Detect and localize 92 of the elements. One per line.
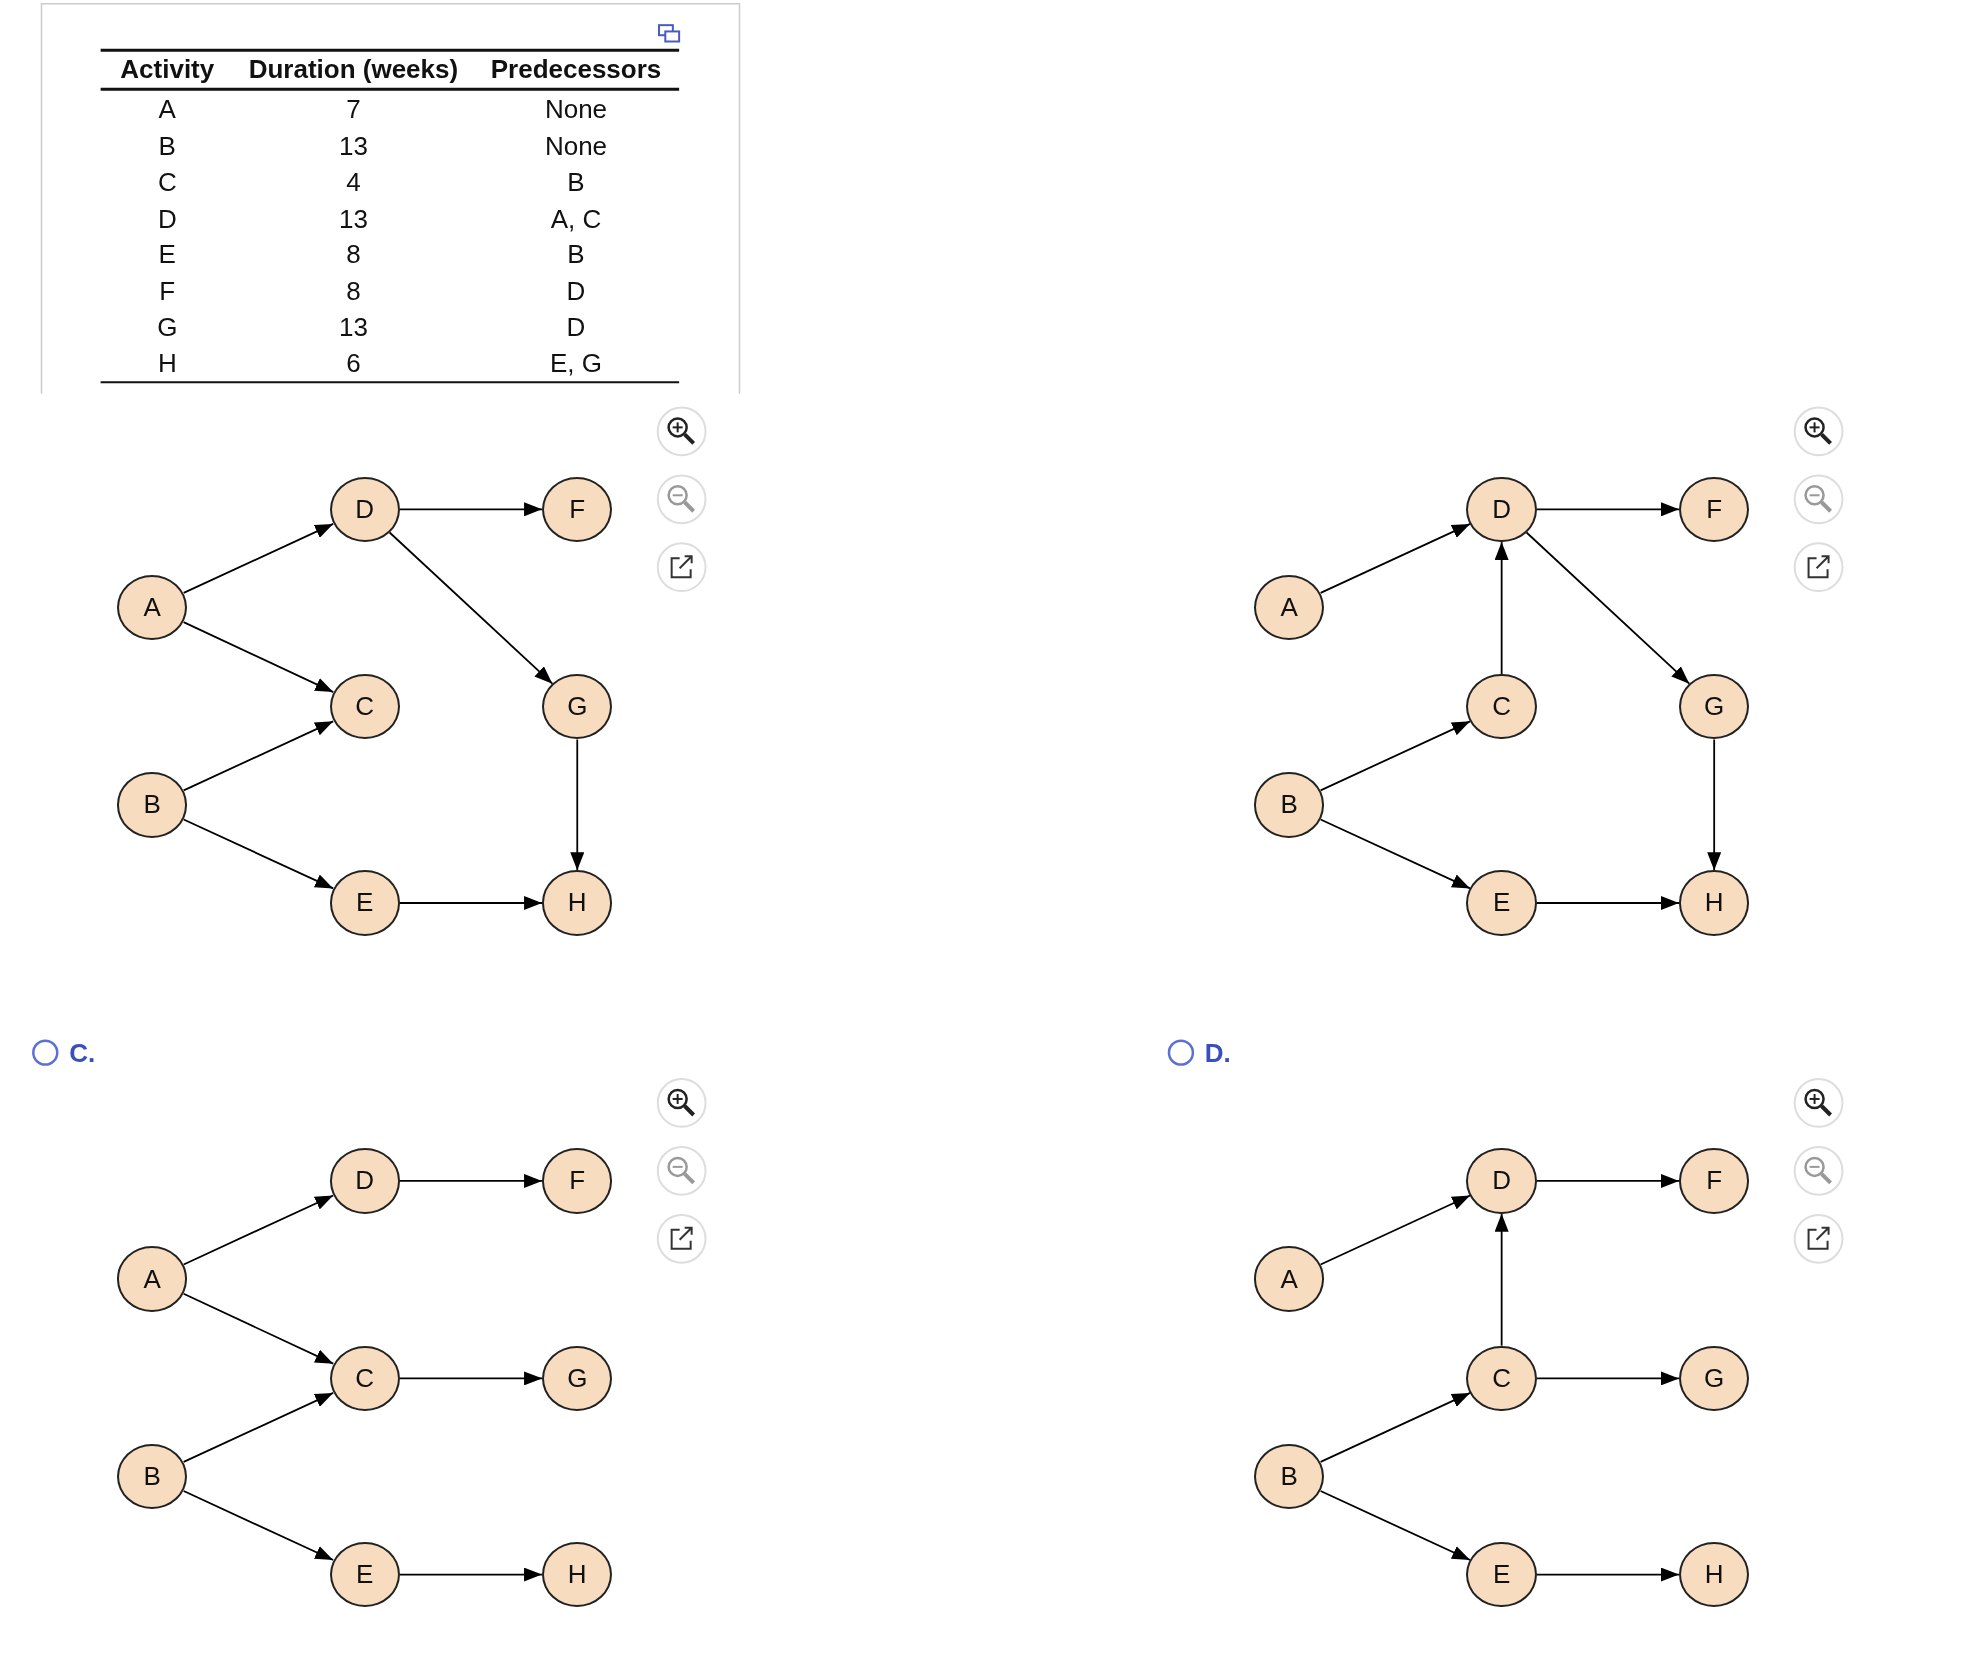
arrow <box>399 896 543 910</box>
node-label: C <box>355 691 375 723</box>
node-label: C <box>1492 691 1511 723</box>
node-label: B <box>1280 1460 1298 1492</box>
arrow <box>1525 531 1691 685</box>
table-cell: B <box>158 130 176 162</box>
node-label: H <box>567 887 587 919</box>
node-label: H <box>1704 887 1724 919</box>
node-label: D <box>1492 493 1511 525</box>
table-cell: 13 <box>338 203 368 235</box>
arrow <box>388 531 554 685</box>
table-cell: A <box>158 93 176 125</box>
arrow <box>1319 1194 1471 1266</box>
node-label: D <box>355 493 375 525</box>
node-label: C <box>355 1362 375 1394</box>
table-cell: 4 <box>346 166 361 198</box>
table-cell: H <box>157 347 177 379</box>
arrow <box>1319 523 1471 594</box>
node-label: F <box>569 493 586 525</box>
node-label: A <box>1280 1263 1298 1295</box>
column-header: Duration (weeks) <box>248 53 459 85</box>
arrow <box>182 523 335 594</box>
table-cell: A, C <box>550 203 602 235</box>
column-header: Activity <box>120 53 215 85</box>
arrow <box>399 1371 543 1386</box>
node-label: D <box>1492 1165 1511 1197</box>
arrow <box>399 502 543 517</box>
arrow <box>182 621 335 693</box>
arrow <box>182 1194 335 1266</box>
arrow <box>1494 1212 1509 1347</box>
table-cell: D <box>566 275 586 306</box>
node-label: E <box>356 887 374 919</box>
table-cell: 8 <box>346 275 361 306</box>
table-cell: B <box>567 238 585 270</box>
arrow <box>399 1173 543 1188</box>
node-label: E <box>1492 1559 1511 1591</box>
node-label: A <box>143 1263 161 1295</box>
node-label: B <box>1280 789 1298 821</box>
arrow <box>1319 720 1471 792</box>
arrow <box>1535 502 1680 517</box>
arrow <box>1319 1392 1471 1463</box>
option-label: D. <box>1204 1037 1231 1069</box>
node-label: A <box>143 591 161 623</box>
option-label: C. <box>69 1037 96 1069</box>
table-cell: F <box>159 275 176 306</box>
arrow <box>1494 541 1509 675</box>
table-cell: 8 <box>346 238 361 270</box>
arrow <box>399 1567 543 1582</box>
node-label: D <box>355 1165 375 1197</box>
node-label: G <box>1704 691 1725 723</box>
arrow <box>1535 1173 1680 1188</box>
node-label: G <box>567 1362 588 1394</box>
node-label: E <box>356 1559 374 1591</box>
column-header: Predecessors <box>490 53 662 85</box>
node-label: A <box>1280 591 1298 623</box>
table-cell: D <box>566 311 586 343</box>
node-label: E <box>1492 887 1511 919</box>
node-label: F <box>1706 1165 1723 1197</box>
arrow <box>182 818 335 890</box>
table-cell: E <box>158 238 176 270</box>
node-label: F <box>569 1165 586 1197</box>
table-cell: D <box>157 203 177 235</box>
node-label: C <box>1492 1362 1511 1394</box>
arrow <box>1535 896 1680 910</box>
node-label: H <box>567 1559 587 1591</box>
node-label: F <box>1706 493 1723 525</box>
arrow <box>1319 818 1471 890</box>
arrow <box>1319 1490 1471 1561</box>
table-cell: None <box>544 93 608 125</box>
arrow <box>1707 738 1722 872</box>
node-label: B <box>143 789 161 821</box>
table-cell: 7 <box>346 93 361 125</box>
node-label: B <box>143 1460 161 1492</box>
arrow <box>1535 1567 1680 1582</box>
activity-node <box>1466 476 1537 543</box>
node-label: G <box>1704 1362 1725 1394</box>
table-cell: B <box>567 166 585 198</box>
node-label: G <box>567 691 588 723</box>
table-cell: G <box>157 311 178 343</box>
arrow <box>182 1392 335 1463</box>
table-cell: E, G <box>550 347 602 379</box>
table-cell: 13 <box>338 311 368 343</box>
arrow <box>182 1292 335 1365</box>
arrow <box>182 720 335 792</box>
node-label: H <box>1704 1559 1724 1591</box>
table-cell: 13 <box>338 130 368 162</box>
table-cell: C <box>157 166 177 198</box>
arrow <box>182 1490 335 1561</box>
table-cell: None <box>544 130 608 162</box>
table-cell: 6 <box>346 347 361 379</box>
arrow <box>570 738 585 872</box>
arrow <box>1535 1371 1680 1386</box>
